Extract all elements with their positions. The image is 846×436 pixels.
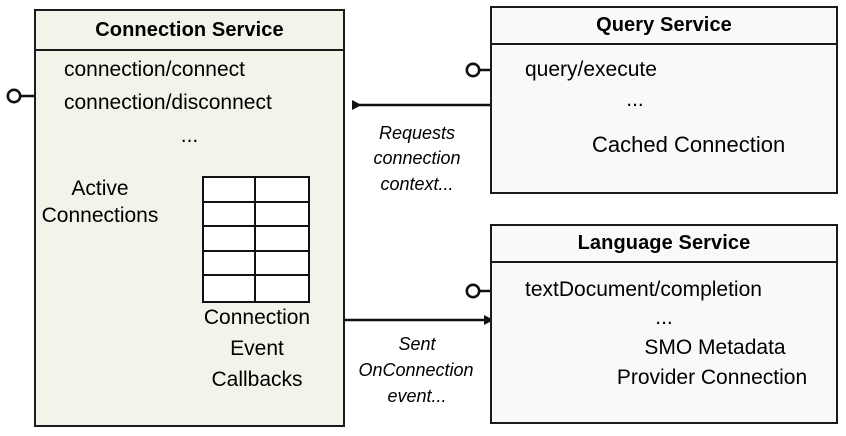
component-query-service[interactable]: Query Service (490, 6, 838, 194)
language-service-operations-ellipsis: ... (655, 306, 673, 329)
edge-label-requests-connection-context-line2: connection (373, 148, 461, 168)
edge-label-requests-connection-context-line3: context... (380, 174, 454, 194)
table-cell (256, 202, 308, 228)
cached-connection-label: Cached Connection (592, 132, 786, 157)
table-grid-icon[interactable] (202, 176, 310, 303)
table-cell (256, 227, 308, 252)
edge-label-sent-onconnection-event-line1: Sent (398, 334, 436, 354)
callbacks-label-line3: Callbacks (211, 368, 303, 391)
language-service-title: Language Service (492, 226, 836, 263)
callbacks-label-line1: Connection (203, 306, 311, 329)
edge-label-sent-onconnection-event-line3: event... (387, 386, 447, 406)
table-cell (256, 251, 308, 277)
query-service-operation-0[interactable]: query/execute (525, 58, 657, 81)
smo-metadata-label-line1: SMO Metadata (644, 336, 786, 359)
table-cell (204, 227, 256, 252)
table-cell (204, 178, 256, 203)
edge-label-sent-onconnection-event-line2: OnConnection (358, 360, 474, 380)
language-service-operation-0[interactable]: textDocument/completion (525, 278, 762, 301)
connection-service-operation-0[interactable]: connection/connect (64, 58, 245, 81)
query-service-operations-ellipsis: ... (626, 88, 644, 111)
connection-service-operation-1[interactable]: connection/disconnect (64, 91, 272, 114)
table-cell (256, 276, 308, 301)
component-language-service[interactable]: Language Service (490, 224, 838, 424)
callbacks-label-line2: Event (230, 337, 284, 360)
connection-service-operations-ellipsis: ... (180, 124, 199, 147)
edge-label-requests-connection-context-line1: Requests (378, 123, 456, 143)
table-cell (256, 178, 308, 203)
active-connections-label-line2: Connections (41, 204, 159, 227)
table-cell (204, 276, 256, 301)
table-cell (204, 202, 256, 228)
query-service-title: Query Service (492, 8, 836, 45)
smo-metadata-label-line2: Provider Connection (616, 366, 808, 389)
active-connections-label-line1: Active (71, 177, 129, 200)
connection-service-title: Connection Service (36, 11, 343, 51)
table-cell (204, 251, 256, 277)
